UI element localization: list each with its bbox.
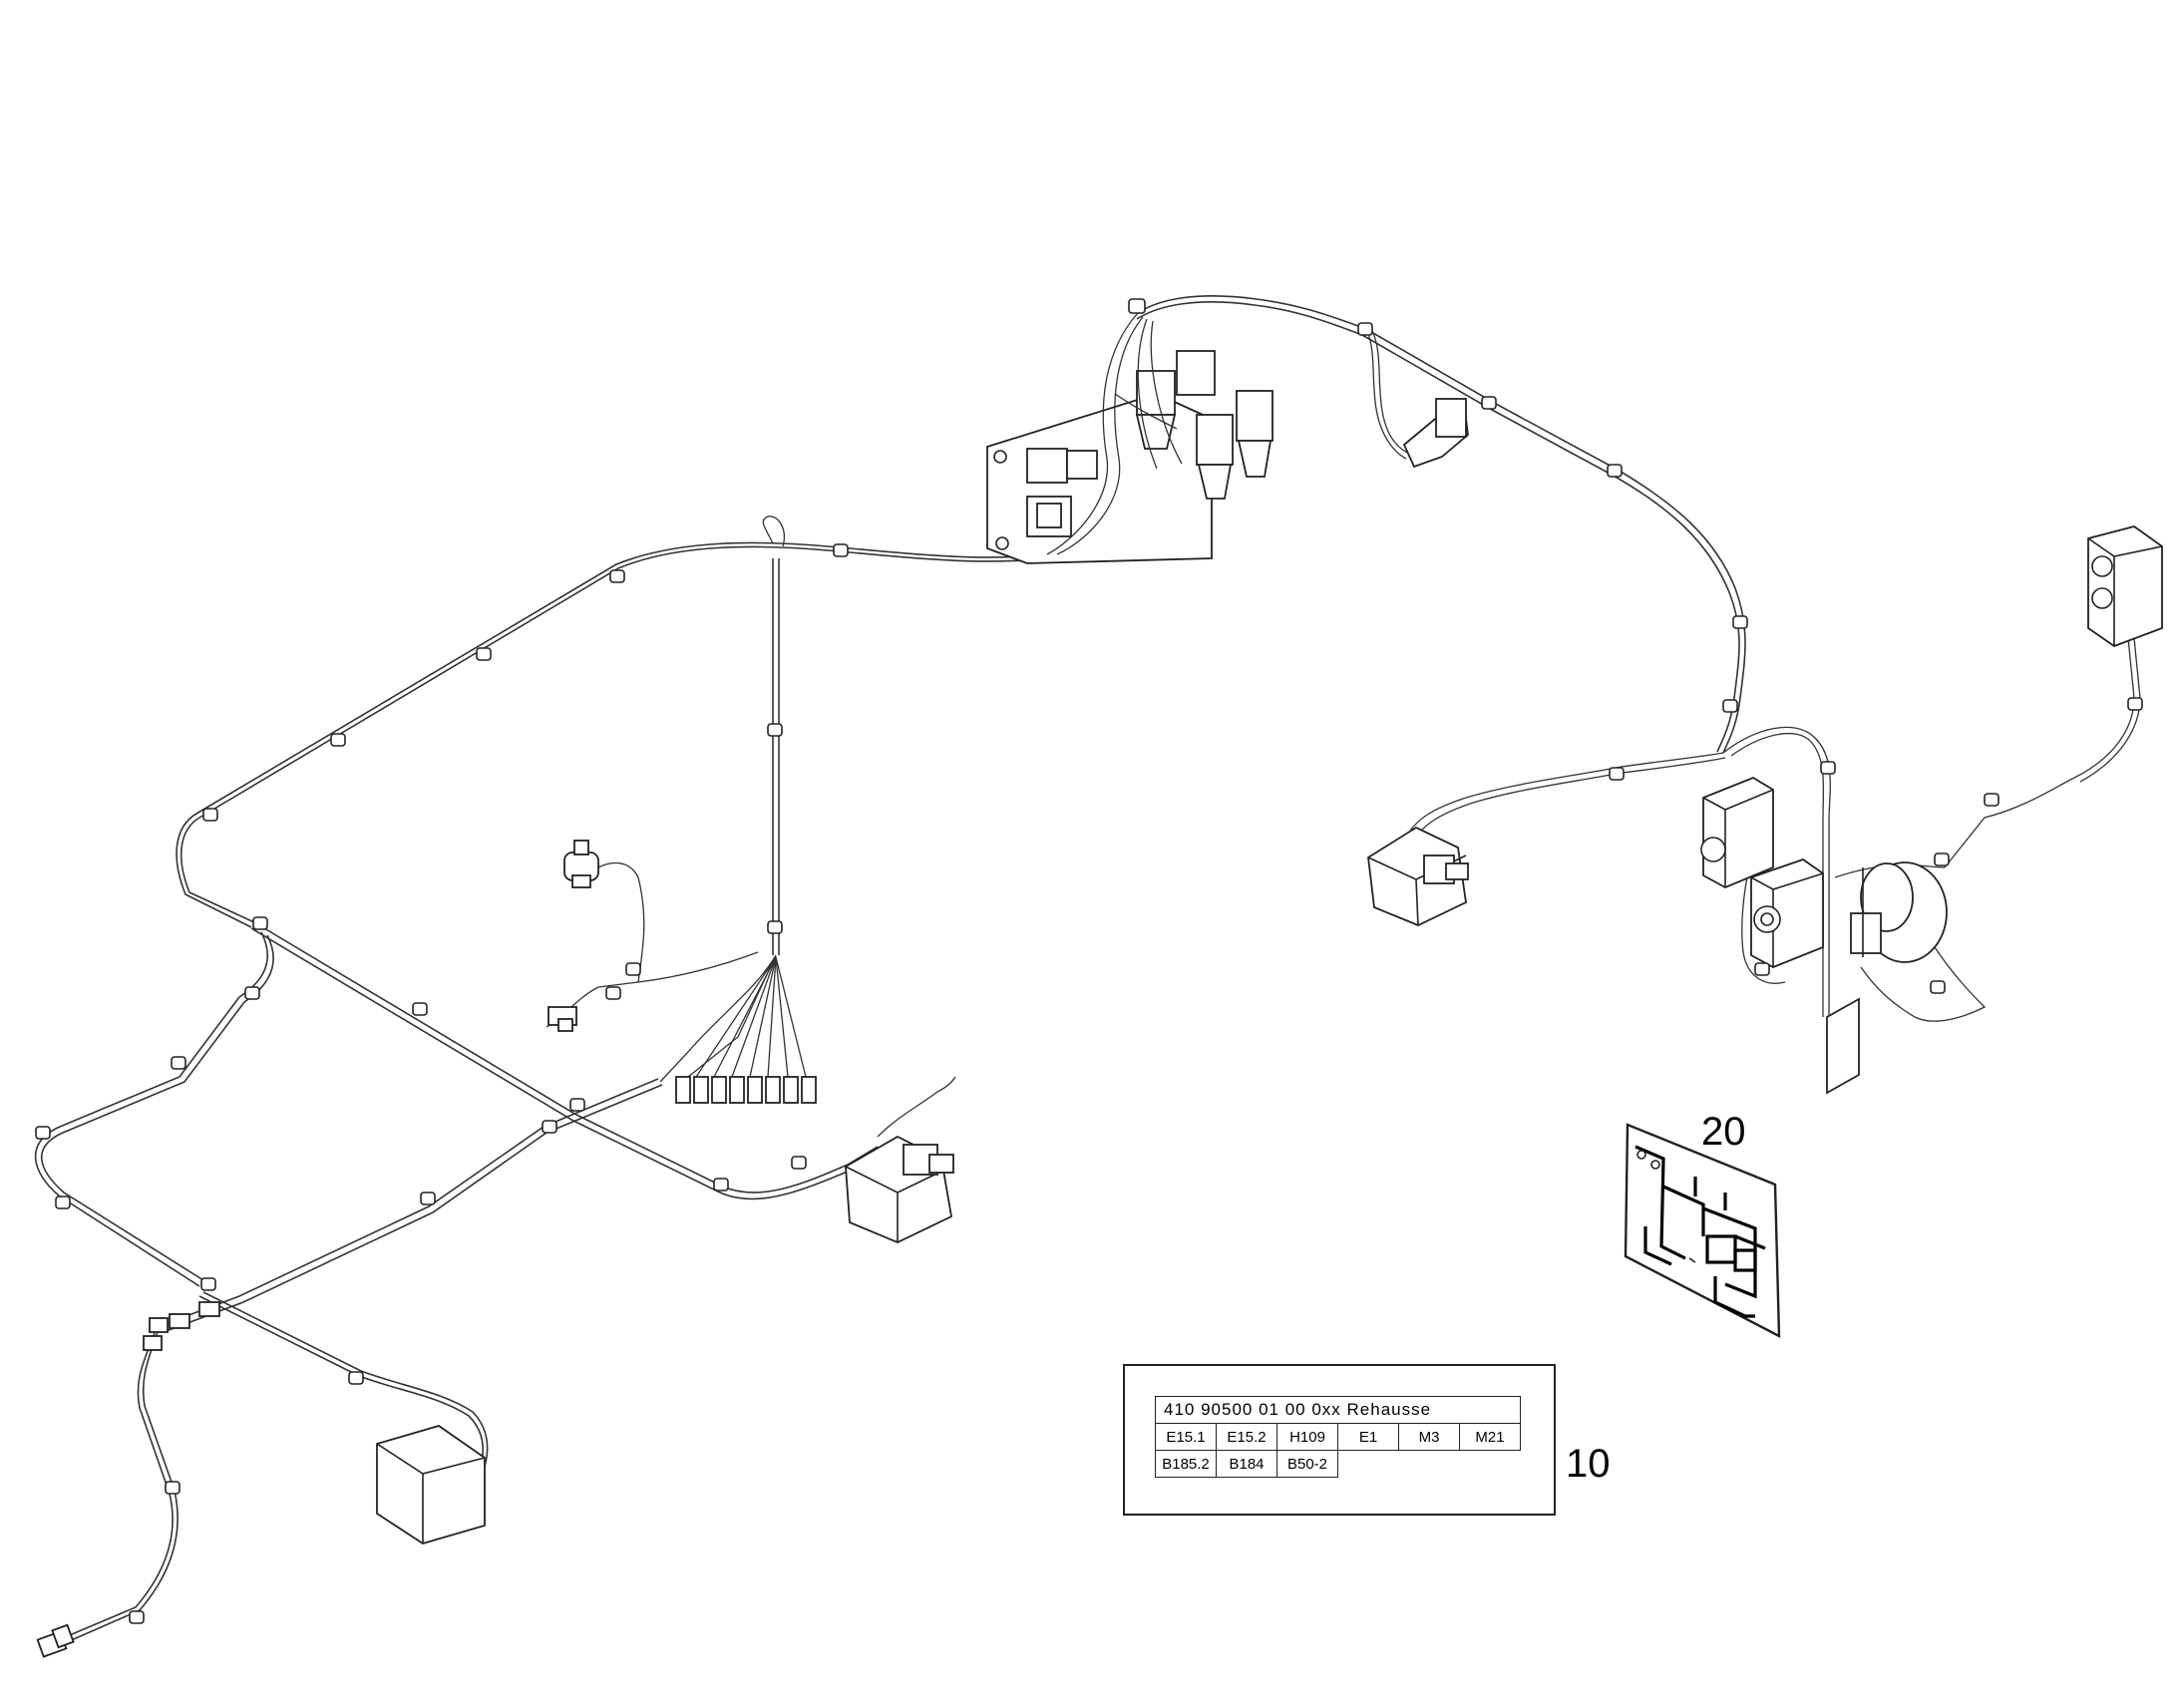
label-header-row: 410 90500 01 00 0xx Rehausse bbox=[1155, 1396, 1521, 1424]
terminal-fan bbox=[545, 861, 817, 1104]
label-code-cell: H109 bbox=[1276, 1423, 1338, 1451]
label-code-cell: E15.2 bbox=[1216, 1423, 1277, 1451]
harness-clips bbox=[35, 298, 2143, 1624]
control-boxes bbox=[1700, 776, 1824, 968]
label-table: 410 90500 01 00 0xx Rehausse E15.1 E15.2… bbox=[1155, 1396, 1521, 1478]
label-code-cell: B184 bbox=[1216, 1450, 1277, 1478]
mounting-plate bbox=[1826, 997, 1860, 1095]
label-code-row: B185.2 B184 B50-2 bbox=[1155, 1450, 1521, 1478]
sensor-top bbox=[547, 840, 599, 1032]
schematic-plate bbox=[1624, 1123, 1781, 1339]
gear-motor-centre bbox=[845, 1076, 956, 1243]
callout-schematic-ref: 20 bbox=[1701, 1110, 1746, 1154]
control-box-top-right bbox=[2087, 525, 2163, 648]
gear-motor-right bbox=[1367, 826, 1469, 926]
main-harness bbox=[34, 515, 1048, 1646]
junction-connectors bbox=[143, 1301, 220, 1351]
connector-bottom-left bbox=[36, 1623, 75, 1658]
connector-plate bbox=[986, 313, 1273, 564]
beacon-lamp bbox=[1850, 861, 1948, 963]
identification-label: 410 90500 01 00 0xx Rehausse E15.1 E15.2… bbox=[1123, 1364, 1556, 1516]
label-code-cell: M21 bbox=[1459, 1423, 1521, 1451]
label-code-cell: M3 bbox=[1398, 1423, 1460, 1451]
upper-right-harness bbox=[1136, 295, 2141, 1022]
callout-label-ref: 10 bbox=[1566, 1442, 1611, 1486]
label-code-cell: B50-2 bbox=[1276, 1450, 1338, 1478]
label-code-cell: E15.1 bbox=[1155, 1423, 1217, 1451]
label-code-cell: E1 bbox=[1337, 1423, 1399, 1451]
label-header: 410 90500 01 00 0xx Rehausse bbox=[1155, 1396, 1521, 1424]
label-code-cell: B185.2 bbox=[1155, 1450, 1217, 1478]
work-lamp bbox=[376, 1425, 486, 1544]
label-code-row: E15.1 E15.2 H109 E1 M3 M21 bbox=[1155, 1423, 1521, 1451]
